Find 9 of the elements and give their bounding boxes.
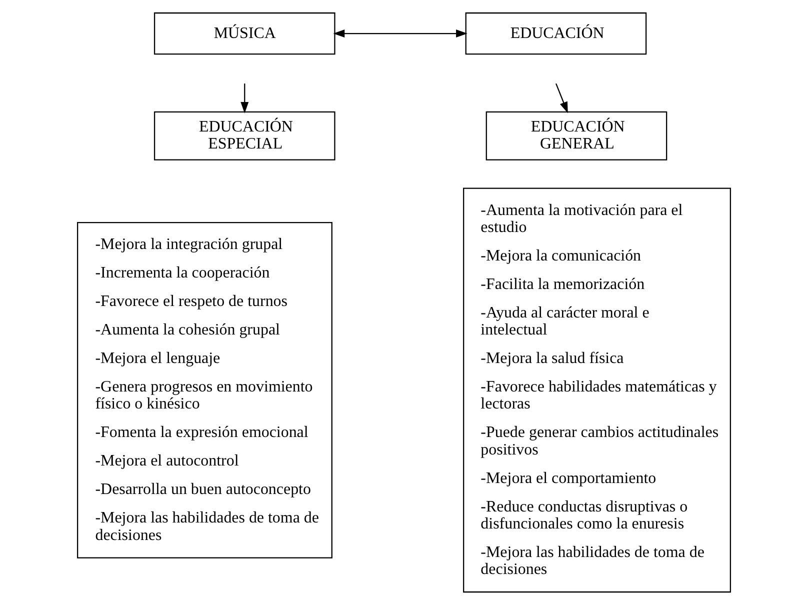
- node-box: MÚSICA: [154, 12, 336, 55]
- arrow: [555, 83, 568, 114]
- node-box: -Aumenta la motivación para el estudio -Mejora la comunicación -Facilita la memorización -Ayuda al carácter moral e intelectual -Mejora la salud física -Favorece habilidades matemáticas y lectoras -Puede generar cambios actitudinales positivos -Mejora el comportamiento -Reduce conductas disruptivas o disfuncionales como la enuresis -Mejora las habilidades de toma de decisiones: [463, 188, 732, 593]
- node-box: EDUCACIÓN GENERAL: [486, 111, 668, 160]
- node-box: EDUCACIÓN: [465, 12, 647, 55]
- arrow: [333, 30, 468, 38]
- node-box: EDUCACIÓN ESPECIAL: [154, 111, 336, 160]
- node-box: -Mejora la integración grupal -Incrementa la cooperación -Favorece el respeto de turnos -Aumenta la cohesión grupal -Mejora el lenguaje -Genera progresos en movimiento físico o kinésico -Fomenta la expresión emocional -Mejora el autocontrol -Desarrolla un buen autoconcepto -Mejora las habilidades de toma de decisiones: [77, 222, 332, 558]
- arrow: [240, 84, 249, 114]
